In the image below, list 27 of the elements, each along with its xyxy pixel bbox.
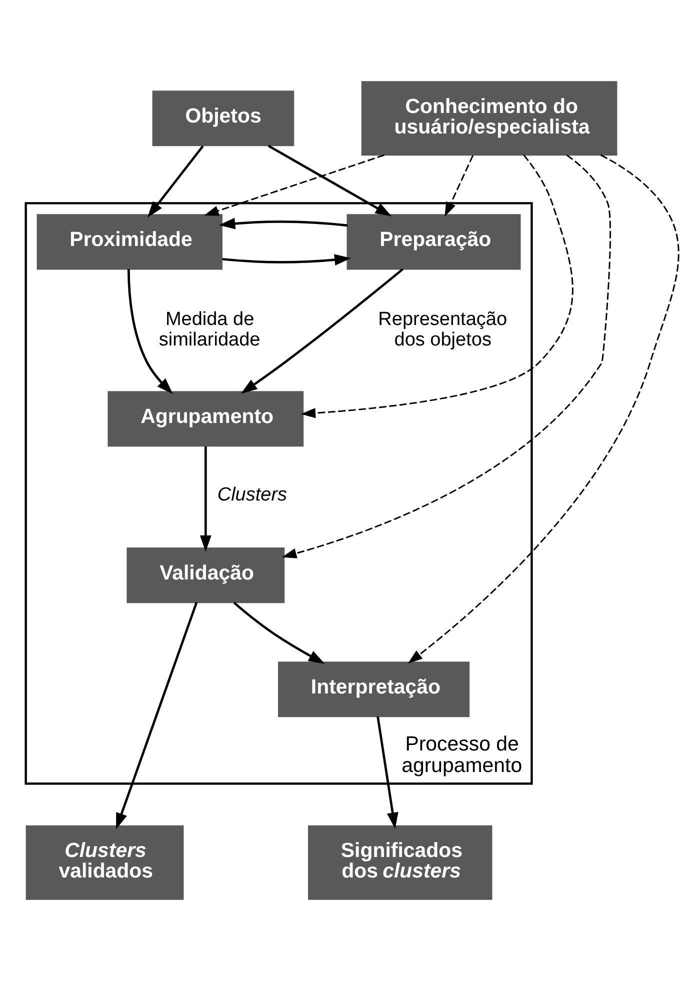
arrow [200,446,212,552]
arrow [376,716,398,830]
arrow [240,268,404,394]
node-box: Interpretação [278,662,470,718]
arrow [268,144,392,216]
arrow [233,602,325,664]
edge-label: Representação dos objetos [378,309,508,351]
arrow [408,154,680,664]
arrow [300,154,574,418]
edge-label: Clusters [217,484,288,506]
node-box: Proximidade [36,214,222,270]
arrow [222,254,351,266]
node-box: Clusters validados [26,825,184,900]
node-box: Validação [126,548,285,604]
arrow [444,155,474,217]
arrow [127,269,173,394]
node-box: Agrupamento [108,391,304,447]
edge-label: Medida de similaridade [158,309,260,351]
arrow [204,154,385,216]
arrow [147,145,204,218]
node-box: Conhecimento do usuário/especialista [361,81,618,156]
node-box: Objetos [152,90,294,146]
node-box: Significados dos clusters [308,825,492,900]
node-box: Preparação [346,214,521,270]
arrow [116,602,198,830]
arrow [218,218,348,230]
arrow [282,154,611,558]
